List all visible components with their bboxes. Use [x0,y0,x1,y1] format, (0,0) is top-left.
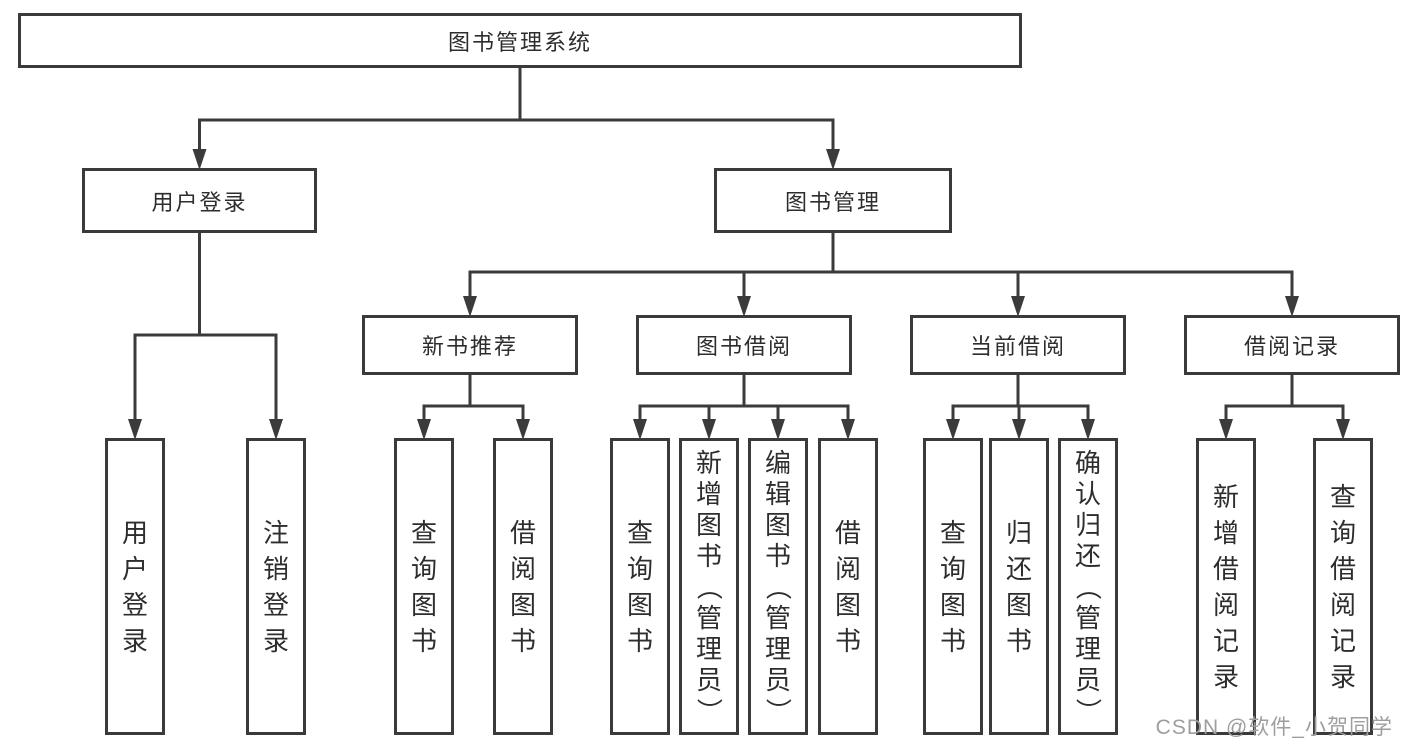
node-query-books-current: 查询图书 [923,438,983,735]
node-label: 新增图书（管理员） [693,447,724,724]
node-label: 新书推荐 [421,334,518,359]
node-label: 查询图书 [410,517,437,656]
node-user-logout: 注销登录 [246,438,306,735]
node-label: 借阅记录 [1243,334,1340,359]
node-label: 注销登录 [262,517,289,656]
node-user-login: 用户登录 [105,438,165,735]
node-label: 当前借阅 [969,334,1066,359]
node-label: 新增借阅记录 [1212,481,1239,692]
node-label: 图书借阅 [695,334,792,359]
node-book-management: 图书管理 [714,168,952,233]
node-label: 确认归还（管理员） [1072,447,1103,724]
node-borrowing-records: 借阅记录 [1184,315,1400,375]
node-label: 用户登录 [151,189,248,215]
node-book-borrowing: 图书借阅 [636,315,852,375]
node-new-book-recommend: 新书推荐 [362,315,578,375]
node-label: 图书管理系统 [447,29,592,55]
node-query-books-borrow: 查询图书 [610,438,670,735]
node-edit-books-admin: 编辑图书（管理员） [748,438,808,735]
node-current-borrowing: 当前借阅 [910,315,1126,375]
node-label: 借阅图书 [834,517,861,656]
watermark: CSDN @软件_小贺同学 [1155,716,1393,739]
node-label: 查询图书 [626,517,653,656]
node-label: 归还图书 [1005,517,1032,656]
node-add-borrow-record: 新增借阅记录 [1196,438,1256,735]
node-query-borrow-record: 查询借阅记录 [1313,438,1373,735]
node-add-books-admin: 新增图书（管理员） [679,438,739,735]
node-label: 图书管理 [784,189,881,215]
node-label: 查询图书 [939,517,966,656]
node-label: 用户登录 [121,517,148,656]
node-confirm-return-admin: 确认归还（管理员） [1058,438,1118,735]
node-borrow-books-rec: 借阅图书 [493,438,553,735]
node-borrow-books: 借阅图书 [818,438,878,735]
node-label: 编辑图书（管理员） [762,447,793,724]
node-label: 借阅图书 [509,517,536,656]
node-root: 图书管理系统 [18,13,1022,68]
node-label: 查询借阅记录 [1329,481,1356,692]
node-user-login-group: 用户登录 [82,168,317,233]
node-return-books: 归还图书 [989,438,1049,735]
node-query-books-rec: 查询图书 [394,438,454,735]
